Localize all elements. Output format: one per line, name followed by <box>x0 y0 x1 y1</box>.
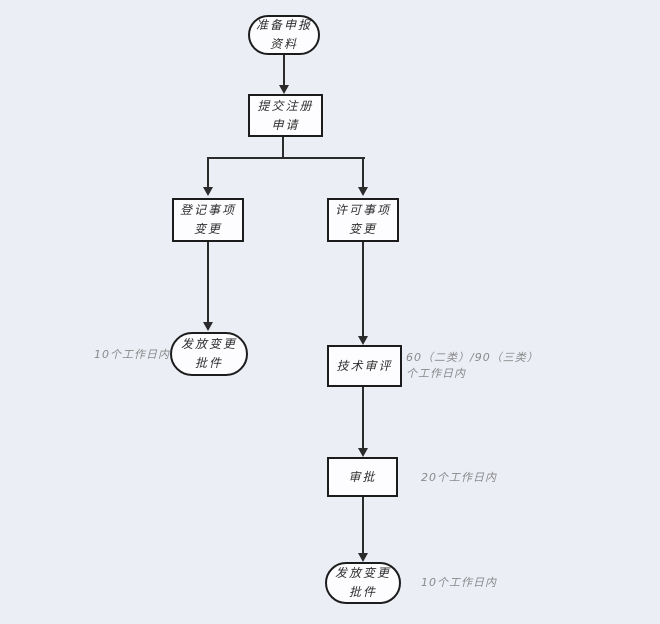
arrowhead-start-to-submit <box>279 85 289 94</box>
annotation-approval-duration: 20个工作日内 <box>421 471 497 484</box>
connector-split-to-license-change <box>362 157 364 188</box>
node-approval-label: 审批 <box>348 469 377 484</box>
node-submit-application: 提交注册 申请 <box>248 94 323 137</box>
node-issue-change-approval-bottom: 发放变更 批件 <box>325 562 401 604</box>
annotation-issue-approval-duration: 10个工作日内 <box>421 576 497 589</box>
node-start: 准备申报 资料 <box>248 15 320 55</box>
connector-license-change-to-technical-review <box>362 242 364 337</box>
arrowhead-split-to-registration-change <box>203 187 213 196</box>
node-approval: 审批 <box>327 457 398 497</box>
connector-technical-review-to-approval <box>362 387 364 448</box>
node-technical-review-label: 技术审评 <box>336 358 393 373</box>
connector-submit-to-split <box>282 137 284 159</box>
node-issue-change-approval-left-label: 发放变更 批件 <box>180 337 237 370</box>
annotation-technical-review-duration: 60（二类）/90（三类）个工作日内 <box>406 351 539 380</box>
arrowhead-split-to-license-change <box>358 187 368 196</box>
connector-registration-change-to-issue <box>207 242 209 323</box>
connector-split-to-registration-change <box>207 157 209 188</box>
node-registration-item-change-label: 登记事项 变更 <box>179 203 236 236</box>
arrowhead-license-change-to-technical-review <box>358 336 368 345</box>
node-registration-item-change: 登记事项 变更 <box>172 198 244 242</box>
node-license-item-change-label: 许可事项 变更 <box>334 203 391 236</box>
connector-approval-to-issue <box>362 497 364 553</box>
arrowhead-registration-change-to-issue <box>203 322 213 331</box>
node-start-label: 准备申报 资料 <box>255 18 312 51</box>
node-issue-change-approval-left: 发放变更 批件 <box>170 332 248 376</box>
node-submit-application-label: 提交注册 申请 <box>257 98 314 132</box>
connector-start-to-submit <box>283 55 285 86</box>
node-technical-review: 技术审评 <box>327 345 402 387</box>
annotation-left-branch-duration: 10个工作日内 <box>94 348 170 361</box>
node-issue-change-approval-bottom-label: 发放变更 批件 <box>334 566 391 599</box>
arrowhead-technical-review-to-approval <box>358 448 368 457</box>
connector-split-horizontal <box>207 157 365 159</box>
node-license-item-change: 许可事项 变更 <box>327 198 399 242</box>
arrowhead-approval-to-issue <box>358 553 368 562</box>
